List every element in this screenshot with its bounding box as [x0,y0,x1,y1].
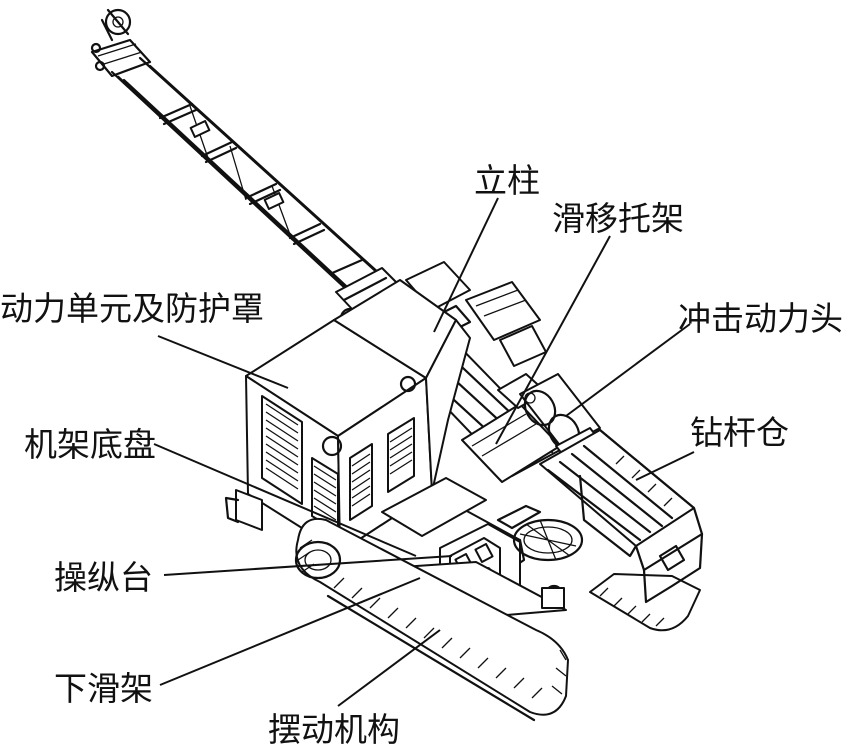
label-power-unit: 动力单元及防护罩 [0,289,264,328]
leader-lower-slide [159,577,421,686]
label-lower-slide: 下滑架 [54,669,153,708]
label-column: 立柱 [474,161,540,200]
power-unit-housing [245,279,471,553]
leader-impact-head [565,323,691,417]
leader-power-unit [157,335,289,389]
label-impact-head: 冲击动力头 [678,299,843,338]
label-frame-chassis: 机架底盘 [24,425,156,464]
leader-frame-chassis [153,443,417,557]
crawler-track-left [294,518,569,722]
leader-swing-mechanism [337,629,441,707]
label-swing-mechanism: 摆动机构 [268,710,400,748]
callout-labels: 立柱 滑移托架 动力单元及防护罩 冲击动力头 机架底盘 钻杆仓 操纵台 下滑架 … [0,161,843,748]
leader-column [433,197,499,333]
leader-rod-magazine [635,451,695,481]
drill-rod-magazine [539,428,704,604]
label-rod-magazine: 钻杆仓 [690,413,789,452]
label-sliding-carriage: 滑移托架 [552,199,684,238]
leader-lines [153,197,695,707]
mast-boom [90,8,415,329]
label-control-console: 操纵台 [54,558,153,597]
leader-control-console [163,555,453,576]
leader-sliding-carriage [495,235,611,445]
